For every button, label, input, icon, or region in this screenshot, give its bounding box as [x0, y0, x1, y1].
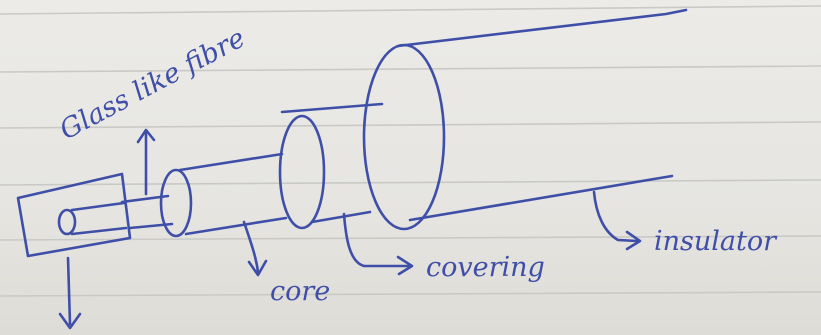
label-covering: covering — [426, 252, 545, 283]
connector-core-end — [57, 208, 77, 236]
core-end-face — [278, 114, 326, 230]
covering-bottom-edge — [310, 210, 372, 224]
ruled-line — [0, 291, 821, 297]
insulator-jacket — [396, 8, 688, 222]
drawing — [16, 8, 688, 330]
arrow-core — [242, 220, 268, 277]
connector-end — [16, 172, 132, 258]
label-core: core — [270, 276, 330, 307]
covering-end-face — [362, 43, 446, 231]
arrow-connector — [58, 256, 82, 330]
core-bottom-edge — [184, 216, 288, 236]
core-cylinder — [178, 114, 326, 236]
insulator-top-edge — [396, 8, 688, 48]
fibre-end-face — [159, 168, 193, 238]
insulator-bottom-edge — [408, 174, 674, 222]
connector-fibre-top — [70, 201, 126, 212]
ruled-lines — [0, 5, 821, 297]
arrow-insulator — [592, 190, 642, 251]
ruled-line — [0, 5, 821, 15]
labels: Glass like fibre core covering insulator — [55, 23, 778, 307]
glass-fibre — [120, 168, 193, 238]
arrow-glass — [136, 128, 156, 196]
connector-box — [16, 172, 132, 258]
ruled-line — [0, 235, 821, 241]
core-top-edge — [178, 152, 284, 172]
ruled-line — [0, 65, 821, 73]
label-insulator: insulator — [654, 226, 778, 257]
arrow-covering — [342, 212, 414, 276]
covering-cylinder — [280, 43, 446, 231]
ruled-line — [0, 179, 821, 186]
ruled-line — [0, 121, 821, 129]
connector-fibre-bottom — [70, 226, 128, 236]
